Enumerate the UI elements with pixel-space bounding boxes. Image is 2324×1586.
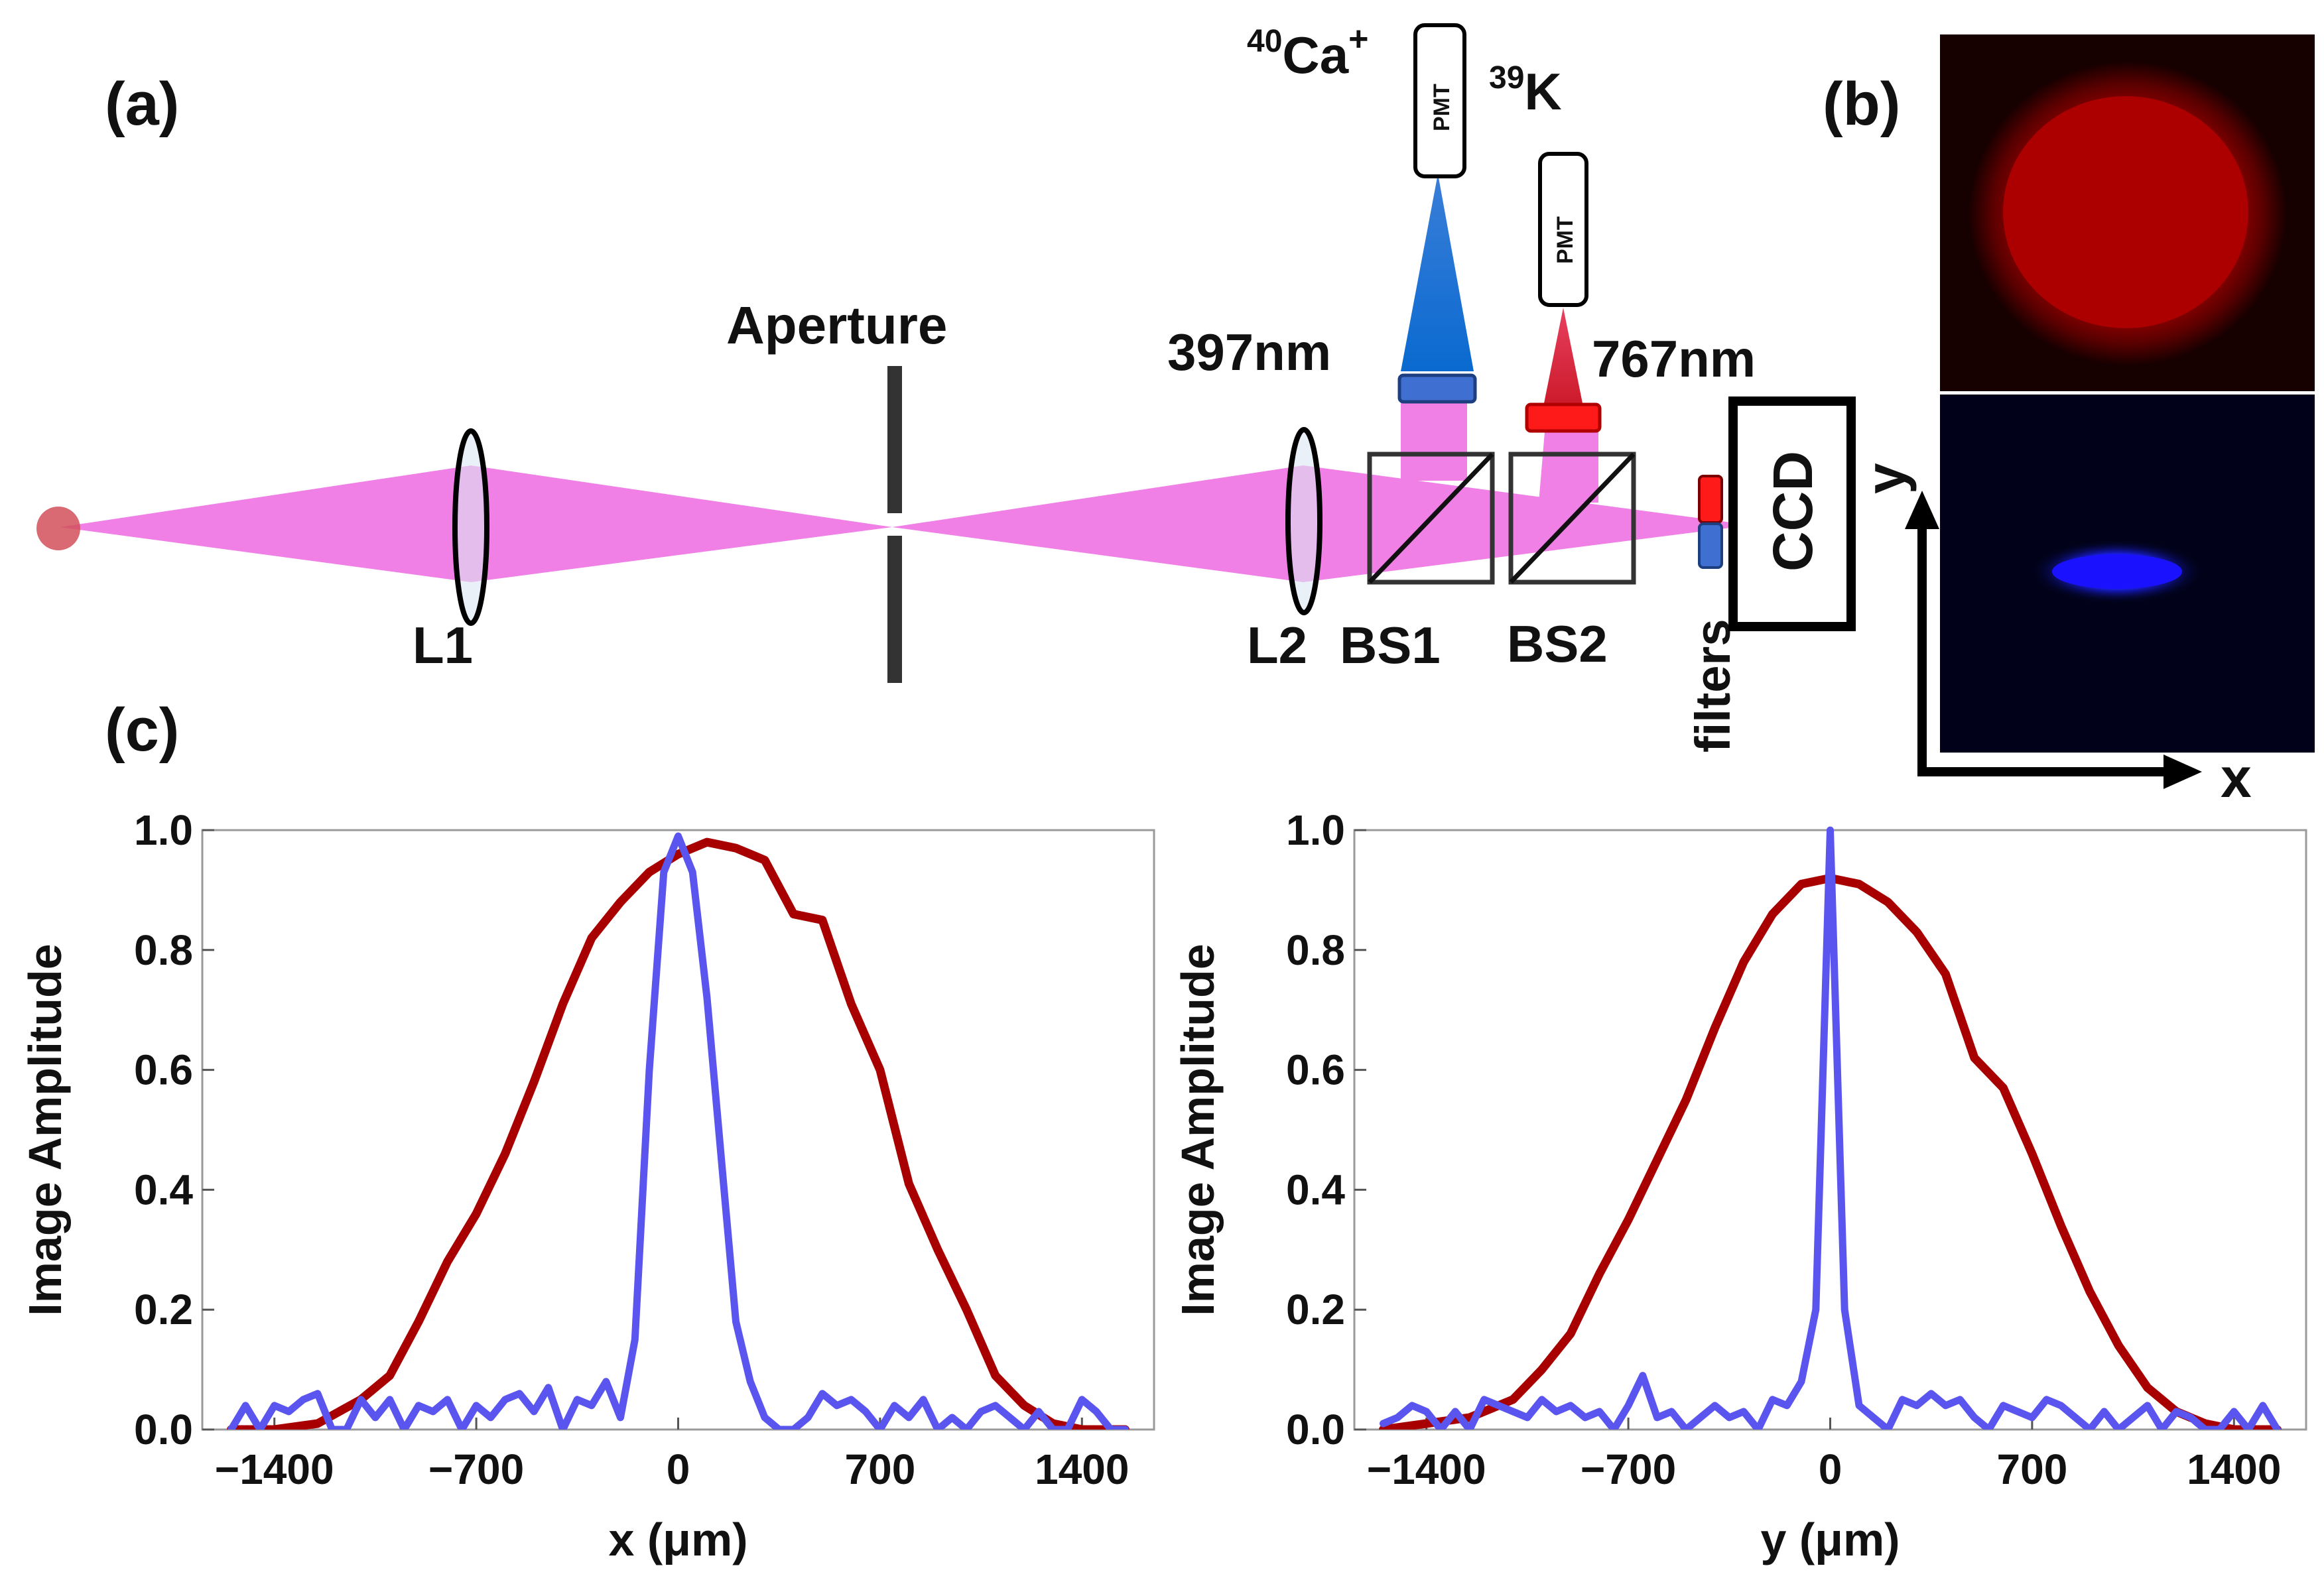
series-line-red (1379, 873, 2282, 1430)
y-tick-label: 0.2 (134, 1286, 193, 1333)
y-tick-label: 0.8 (1286, 926, 1345, 974)
lens-l1-label: L1 (413, 616, 473, 674)
bs1-reflected-beam (1401, 398, 1467, 481)
series-line-blue (227, 832, 1129, 1430)
x-tick-label: −1400 (1367, 1445, 1486, 1493)
y-tick-label: 0.0 (134, 1406, 193, 1453)
k-atom-label: 39K (1489, 60, 1562, 121)
y-tick-label: 0.2 (1286, 1286, 1345, 1333)
x-tick-label: 700 (1997, 1445, 2068, 1493)
x-tick-label: −700 (1581, 1445, 1676, 1493)
filter-blue-ccd (1698, 522, 1723, 569)
x-axis-variable: y (1760, 1514, 1786, 1565)
ca-mass-number: 40 (1247, 24, 1282, 59)
red-filter-767 (1525, 402, 1602, 433)
filter-red-ccd (1698, 475, 1723, 524)
aperture-label: Aperture (726, 296, 947, 355)
y-tick-label: 0.6 (134, 1046, 193, 1094)
panel-a-setup: (a) L1 Aperture L2 BS1 BS2 PMT (36, 20, 1856, 753)
y-tick-label: 1.0 (134, 806, 193, 854)
panel-label-b: (b) (1823, 70, 1900, 138)
x-tick-label: 700 (845, 1445, 916, 1493)
beam-splitter-bs2 (1508, 452, 1636, 585)
ca-charge: + (1348, 20, 1368, 58)
y-axis-label: Image Amplitude (1172, 944, 1224, 1315)
ccd-label: CCD (1762, 451, 1824, 572)
blue-image-spot (2052, 554, 2182, 589)
lens-l2 (1285, 427, 1323, 615)
lens-l2-label: L2 (1247, 616, 1307, 674)
lens-l1 (452, 428, 489, 626)
x-axis-unit: (μm) (1786, 1514, 1900, 1565)
panel-label-c: (c) (105, 696, 179, 764)
y-tick-label: 0.4 (134, 1166, 193, 1213)
pmt-ca-label: PMT (1429, 84, 1454, 131)
bs2-label: BS2 (1507, 615, 1608, 673)
red-detection-beam (1544, 308, 1582, 403)
bs2-diagonal (1509, 452, 1636, 584)
pmt-k-label: PMT (1553, 216, 1578, 264)
bs1-label: BS1 (1340, 616, 1441, 674)
plot-frame (201, 829, 1155, 1431)
beam-splitter-bs1 (1367, 452, 1495, 585)
panel-label-a: (a) (105, 70, 179, 138)
y-tick-label: 1.0 (1286, 806, 1345, 854)
panel-b-images: (b) y x (1823, 34, 2315, 809)
filters-label: filters (1685, 619, 1740, 753)
image-y-axis-label: y (1854, 463, 1917, 494)
x-axis-label: x (μm) (608, 1514, 747, 1565)
x-tick-label: −700 (428, 1445, 524, 1493)
ion-source-dot (36, 507, 80, 550)
y-tick-label: 0.8 (134, 926, 193, 974)
x-tick-label: −1400 (215, 1445, 334, 1493)
aperture-upper-blade (887, 366, 902, 513)
red-image-spot-core (2003, 96, 2248, 328)
bs1-diagonal (1368, 452, 1494, 584)
image-x-arrowhead (2163, 755, 2202, 789)
main-beam-segment-1 (60, 465, 471, 582)
main-beam-segment-3 (892, 465, 1303, 582)
image-x-axis-label: x (2221, 747, 2252, 809)
pmt-ca (1413, 23, 1466, 178)
aperture-lower-blade (887, 536, 902, 683)
y-tick-label: 0.0 (1286, 1406, 1345, 1453)
x-axis-variable: x (608, 1514, 634, 1565)
ccd-camera (1728, 396, 1856, 631)
x-tick-label: 1400 (1035, 1445, 1129, 1493)
wavelength-397-label: 397nm (1167, 323, 1331, 381)
x-tick-label: 0 (1819, 1445, 1842, 1493)
blue-filter-397 (1397, 373, 1477, 404)
bs2-reflected-beam (1539, 424, 1598, 503)
y-axis-label: Image Amplitude (19, 944, 71, 1315)
profile-plot-y: −1400 −700 0 700 1400 0.0 0.2 0.4 0.6 0.8 1.0 y (μm… (1172, 806, 2307, 1565)
blue-detection-beam (1401, 174, 1474, 371)
ca-ion-label: 40Ca+ (1247, 20, 1368, 84)
series-line-red (227, 837, 1130, 1430)
main-beam-segment-4 (1303, 465, 1751, 582)
k-symbol: K (1524, 62, 1561, 121)
wavelength-767-label: 767nm (1592, 330, 1756, 388)
image-y-arrowhead (1905, 491, 1939, 529)
x-tick-label: 1400 (2187, 1445, 2281, 1493)
pmt-k (1538, 152, 1588, 307)
profile-plot-x: −1400 −700 0 700 1400 0.0 0.2 0.4 0.6 0.8 1.0 x (μm… (19, 806, 1155, 1565)
y-tick-label: 0.6 (1286, 1046, 1345, 1094)
k-mass-number: 39 (1489, 60, 1524, 95)
y-tick-label: 0.4 (1286, 1166, 1345, 1213)
x-axis-label: y (μm) (1760, 1514, 1900, 1565)
main-beam-segment-2 (471, 465, 892, 582)
series-line-blue (1380, 826, 2281, 1430)
x-axis-unit: (μm) (634, 1514, 747, 1565)
ca-symbol: Ca (1282, 26, 1348, 84)
x-tick-label: 0 (667, 1445, 690, 1493)
